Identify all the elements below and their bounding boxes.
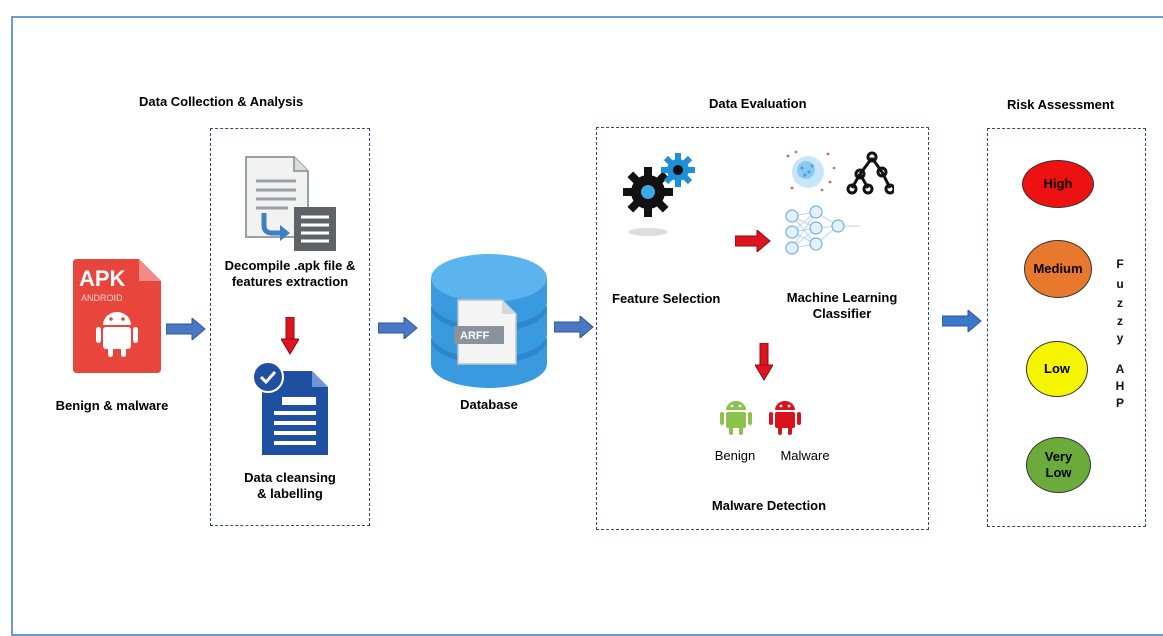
arff-text: ARFF [460,330,490,342]
decompile-label-line2: features extraction [231,274,349,289]
benign-label: Benign [714,448,756,463]
right-arrow-red [735,230,771,252]
input-label: Benign & malware [55,398,169,413]
evaluation-section-title: Data Evaluation [709,96,807,111]
gears-icon [622,150,698,242]
risk-level-medium: Medium [1024,240,1092,298]
decision-tree-icon [846,150,894,196]
collection-section-title: Data Collection & Analysis [139,94,304,109]
malware-label: Malware [780,448,830,463]
cleansing-icon [252,361,332,457]
cleansing-label-line2: & labelling [257,486,323,501]
arrow-apk-to-collection [166,318,206,340]
fuzzy-letter-3: z [1117,296,1123,310]
risk-section-title: Risk Assessment [1007,97,1115,112]
risk-level-very-low: Very Low [1026,437,1091,493]
ahp-letter-3: P [1115,396,1124,410]
arrow-db-to-evaluation [554,316,594,338]
arrow-evaluation-to-risk [942,310,982,332]
cleansing-label: Data cleansing & labelling [220,470,360,502]
ahp-letter-1: A [1115,362,1125,376]
android-benign-icon [719,397,753,437]
decompile-label: Decompile .apk file & features extractio… [212,258,368,290]
evaluation-box [596,127,929,530]
risk-level-very-low-label: Very Low [1044,449,1073,480]
database-label: Database [460,397,518,412]
ahp-letter-2: H [1115,379,1125,393]
risk-level-low-label: Low [1044,361,1070,376]
ml-classifier-label: Machine Learning Classifier [779,290,905,322]
arrow-collection-to-db [378,317,418,339]
feature-selection-label: Feature Selection [612,291,721,306]
database-icon: ARFF [428,252,550,392]
risk-level-high: High [1022,160,1094,208]
fuzzy-letter-2: u [1116,277,1124,291]
down-arrow-red-1 [281,317,299,355]
clustering-icon [782,148,838,194]
fuzzy-letter-4: z [1117,314,1123,328]
risk-level-low: Low [1026,341,1088,397]
malware-detection-label: Malware Detection [711,498,827,513]
apk-file-icon: APK ANDROID [73,259,161,373]
fuzzy-letter-5: y [1116,331,1124,345]
ml-label-line2: Classifier [812,306,872,321]
decompile-icon [238,155,340,255]
neural-network-icon [782,204,864,260]
android-text: ANDROID [81,293,123,303]
risk-level-high-label: High [1043,176,1073,191]
collection-box [210,128,370,526]
apk-text: APK [79,266,126,291]
fuzzy-letter-1: F [1116,257,1124,271]
cleansing-label-line1: Data cleansing [244,470,336,485]
risk-box [987,128,1146,527]
risk-level-medium-label: Medium [1033,261,1083,276]
decompile-label-line1: Decompile .apk file & [224,258,356,273]
android-malware-icon [768,397,802,437]
down-arrow-red-2 [755,343,773,381]
ml-label-line1: Machine Learning [786,290,898,305]
